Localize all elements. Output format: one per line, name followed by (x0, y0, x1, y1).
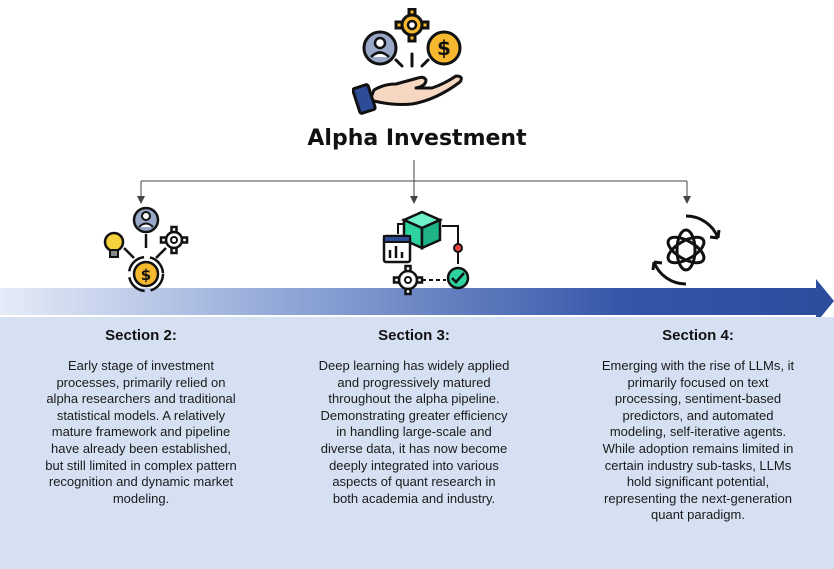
svg-text:$: $ (437, 36, 451, 60)
timeline-arrow (0, 279, 834, 323)
pipeline-cube-chart-gear-check-icon (382, 210, 470, 296)
timeline-graphics (0, 160, 834, 323)
section-body: Emerging with the rise of LLMs, it prima… (601, 358, 795, 523)
svg-text:$: $ (141, 266, 151, 284)
section-3: Section 3: Deep learning has widely appl… (279, 327, 549, 507)
section-body: Early stage of investment processes, pri… (45, 358, 237, 506)
section-4: Section 4: Emerging with the rise of LLM… (563, 327, 833, 524)
openai-logo-cycle-icon (651, 214, 721, 286)
section-2: Section 2: Early stage of investment pro… (6, 327, 276, 507)
section-title: Section 3: (378, 327, 450, 344)
section-title: Section 4: (662, 327, 734, 344)
section-body: Deep learning has widely applied and pro… (318, 358, 510, 506)
page-title: Alpha Investment (307, 126, 527, 151)
sections-panel (0, 317, 834, 569)
section-title: Section 2: (105, 327, 177, 344)
idea-person-gear-dollar-cycle-icon: $ (103, 206, 189, 293)
hand-holding-person-gear-dollar-icon: $ (352, 8, 463, 115)
